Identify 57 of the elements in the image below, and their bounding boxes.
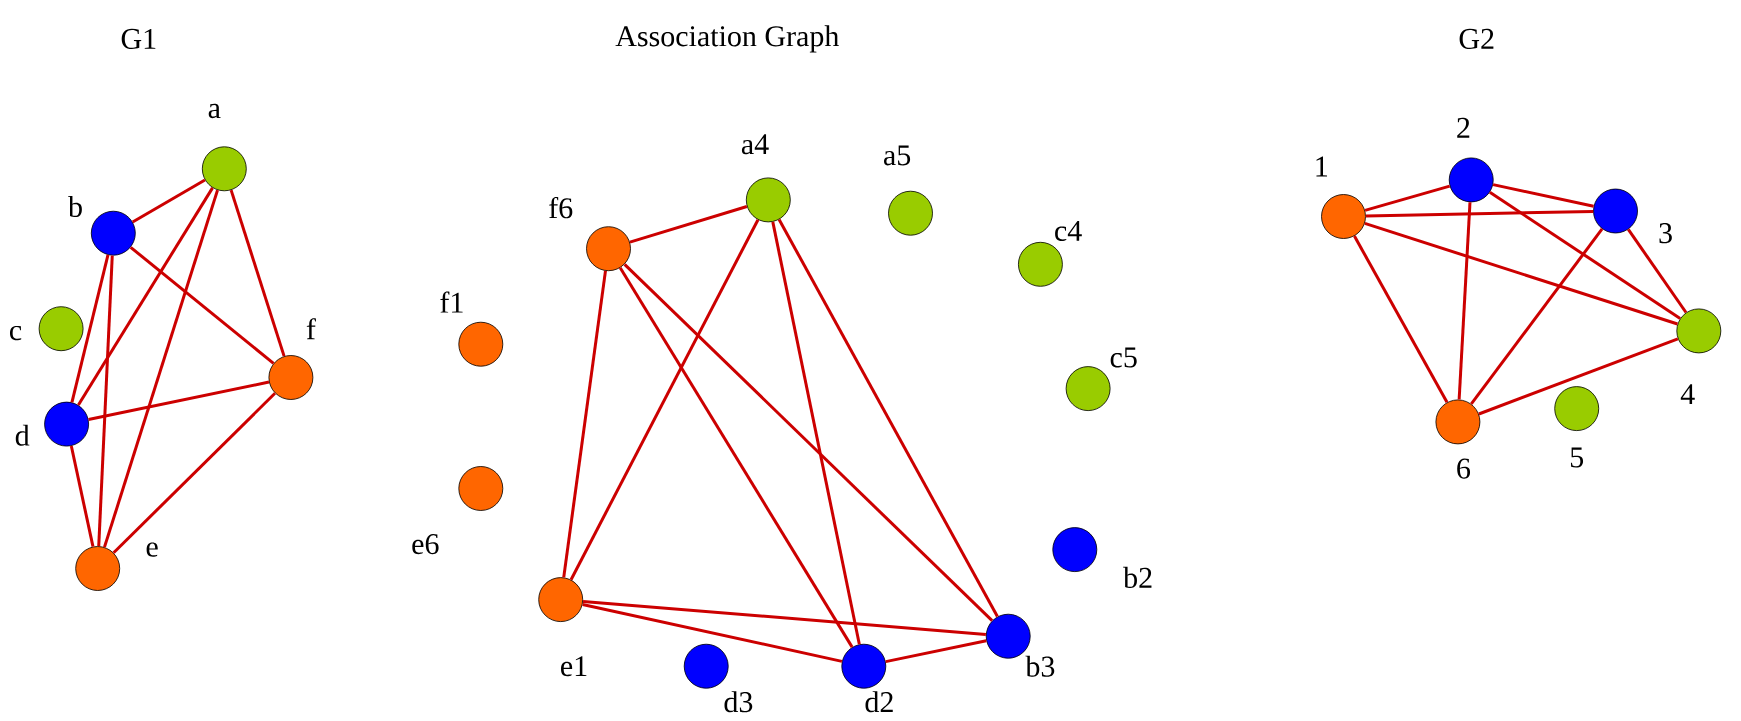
edge-line (885, 639, 987, 664)
edge-line (1353, 235, 1449, 404)
edge-line (1364, 184, 1451, 212)
edge-line (618, 267, 854, 648)
graph-title: G1 (121, 28, 156, 49)
edge-line (1478, 337, 1679, 416)
vertex-label: 4 (1680, 384, 1695, 405)
vertex-label: 5 (1570, 447, 1584, 468)
graph-title: G2 (1459, 28, 1494, 49)
edge-line (1365, 209, 1594, 218)
vertex-label: d3 (724, 691, 753, 713)
vertex-label: d2 (865, 691, 893, 713)
vertex-label: c4 (1055, 220, 1082, 241)
graph-title: Association Graph (615, 25, 839, 53)
vertex-label: b (68, 195, 82, 218)
vertex-label: d (15, 424, 30, 446)
edge-line (103, 189, 219, 548)
vertex-label: c (10, 325, 22, 341)
vertex-label: f (306, 318, 316, 340)
vertex-label: 1 (1316, 156, 1327, 177)
vertex-label: f6 (549, 196, 573, 219)
edge-line (582, 599, 986, 636)
vertex-label: 2 (1457, 117, 1470, 138)
edge-line (88, 380, 270, 421)
edge-line (131, 178, 206, 224)
edge-line (1492, 183, 1594, 208)
edge-line (562, 270, 607, 578)
edge-line (1457, 202, 1472, 400)
edge-line (569, 219, 760, 581)
vertex-label: a4 (741, 134, 769, 155)
vertex-label: e6 (412, 534, 439, 555)
vertex-label: 6 (1457, 458, 1471, 479)
edge-line (77, 187, 214, 406)
edge-line (623, 263, 994, 622)
edge-line (1627, 228, 1688, 314)
edge-line (129, 246, 275, 365)
edge-line (229, 189, 286, 357)
vertex-label: c5 (1110, 347, 1137, 368)
vertex-label: e (146, 542, 158, 557)
edge-line (1489, 191, 1681, 320)
edge-line (70, 254, 110, 403)
edge-line (1364, 221, 1678, 326)
vertex-label: 3 (1659, 223, 1672, 244)
edge-line (69, 445, 95, 547)
edge-line (97, 255, 114, 547)
vertex-label: a (208, 103, 221, 119)
vertex-label: f1 (440, 291, 463, 313)
vertex-label: a5 (884, 145, 911, 166)
edge-line (1470, 228, 1604, 405)
edge-line (771, 221, 861, 645)
vertex-label: b2 (1123, 566, 1152, 588)
edge-line (582, 602, 843, 663)
vertex-label: b3 (1025, 655, 1055, 677)
edge-line (777, 218, 999, 618)
edge-line (629, 205, 748, 244)
vertex-label: e1 (561, 656, 587, 677)
edge-line (112, 392, 277, 554)
